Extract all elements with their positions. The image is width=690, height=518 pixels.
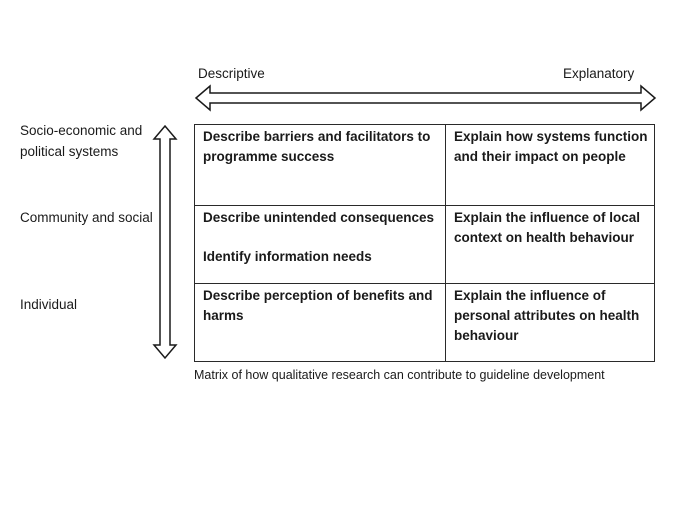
matrix-row-community: Describe unintended consequences Identif… bbox=[195, 204, 654, 284]
cell-text: Explain the influence of personal attrib… bbox=[454, 287, 640, 343]
matrix-cell-descriptive-community: Describe unintended consequences Identif… bbox=[195, 204, 446, 284]
cell-text: Explain how systems function and their i… bbox=[454, 129, 648, 164]
cell-text: Describe perception of benefits and harm… bbox=[203, 287, 433, 323]
matrix-cell-explanatory-systems: Explain how systems function and their i… bbox=[445, 125, 654, 206]
descriptive-label: Descriptive bbox=[198, 66, 265, 81]
matrix-row-systems: Describe barriers and facilitators to pr… bbox=[195, 125, 654, 206]
row-label-individual: Individual bbox=[20, 297, 78, 312]
figure-caption: Matrix of how qualitative research can c… bbox=[194, 368, 605, 382]
cell-text: Explain the influence of local context o… bbox=[454, 209, 641, 245]
matrix-cell-explanatory-individual: Explain the influence of personal attrib… bbox=[445, 282, 654, 361]
cell-text: Describe barriers and facilitators to pr… bbox=[203, 129, 431, 164]
matrix-table: Describe barriers and facilitators to pr… bbox=[195, 125, 654, 361]
research-matrix: Describe barriers and facilitators to pr… bbox=[194, 124, 655, 362]
cell-text: Describe unintended consequences bbox=[203, 209, 435, 225]
row-label-community: Community and social bbox=[20, 210, 153, 225]
matrix-cell-explanatory-community: Explain the influence of local context o… bbox=[445, 204, 654, 284]
horizontal-double-arrow bbox=[194, 84, 657, 112]
row-label-systems: Socio-economic and political systems bbox=[20, 123, 143, 159]
explanatory-label: Explanatory bbox=[563, 66, 635, 81]
matrix-cell-descriptive-individual: Describe perception of benefits and harm… bbox=[195, 282, 446, 361]
matrix-row-individual: Describe perception of benefits and harm… bbox=[195, 282, 654, 361]
matrix-cell-descriptive-systems: Describe barriers and facilitators to pr… bbox=[195, 125, 446, 206]
cell-text: Identify information needs bbox=[203, 248, 372, 264]
